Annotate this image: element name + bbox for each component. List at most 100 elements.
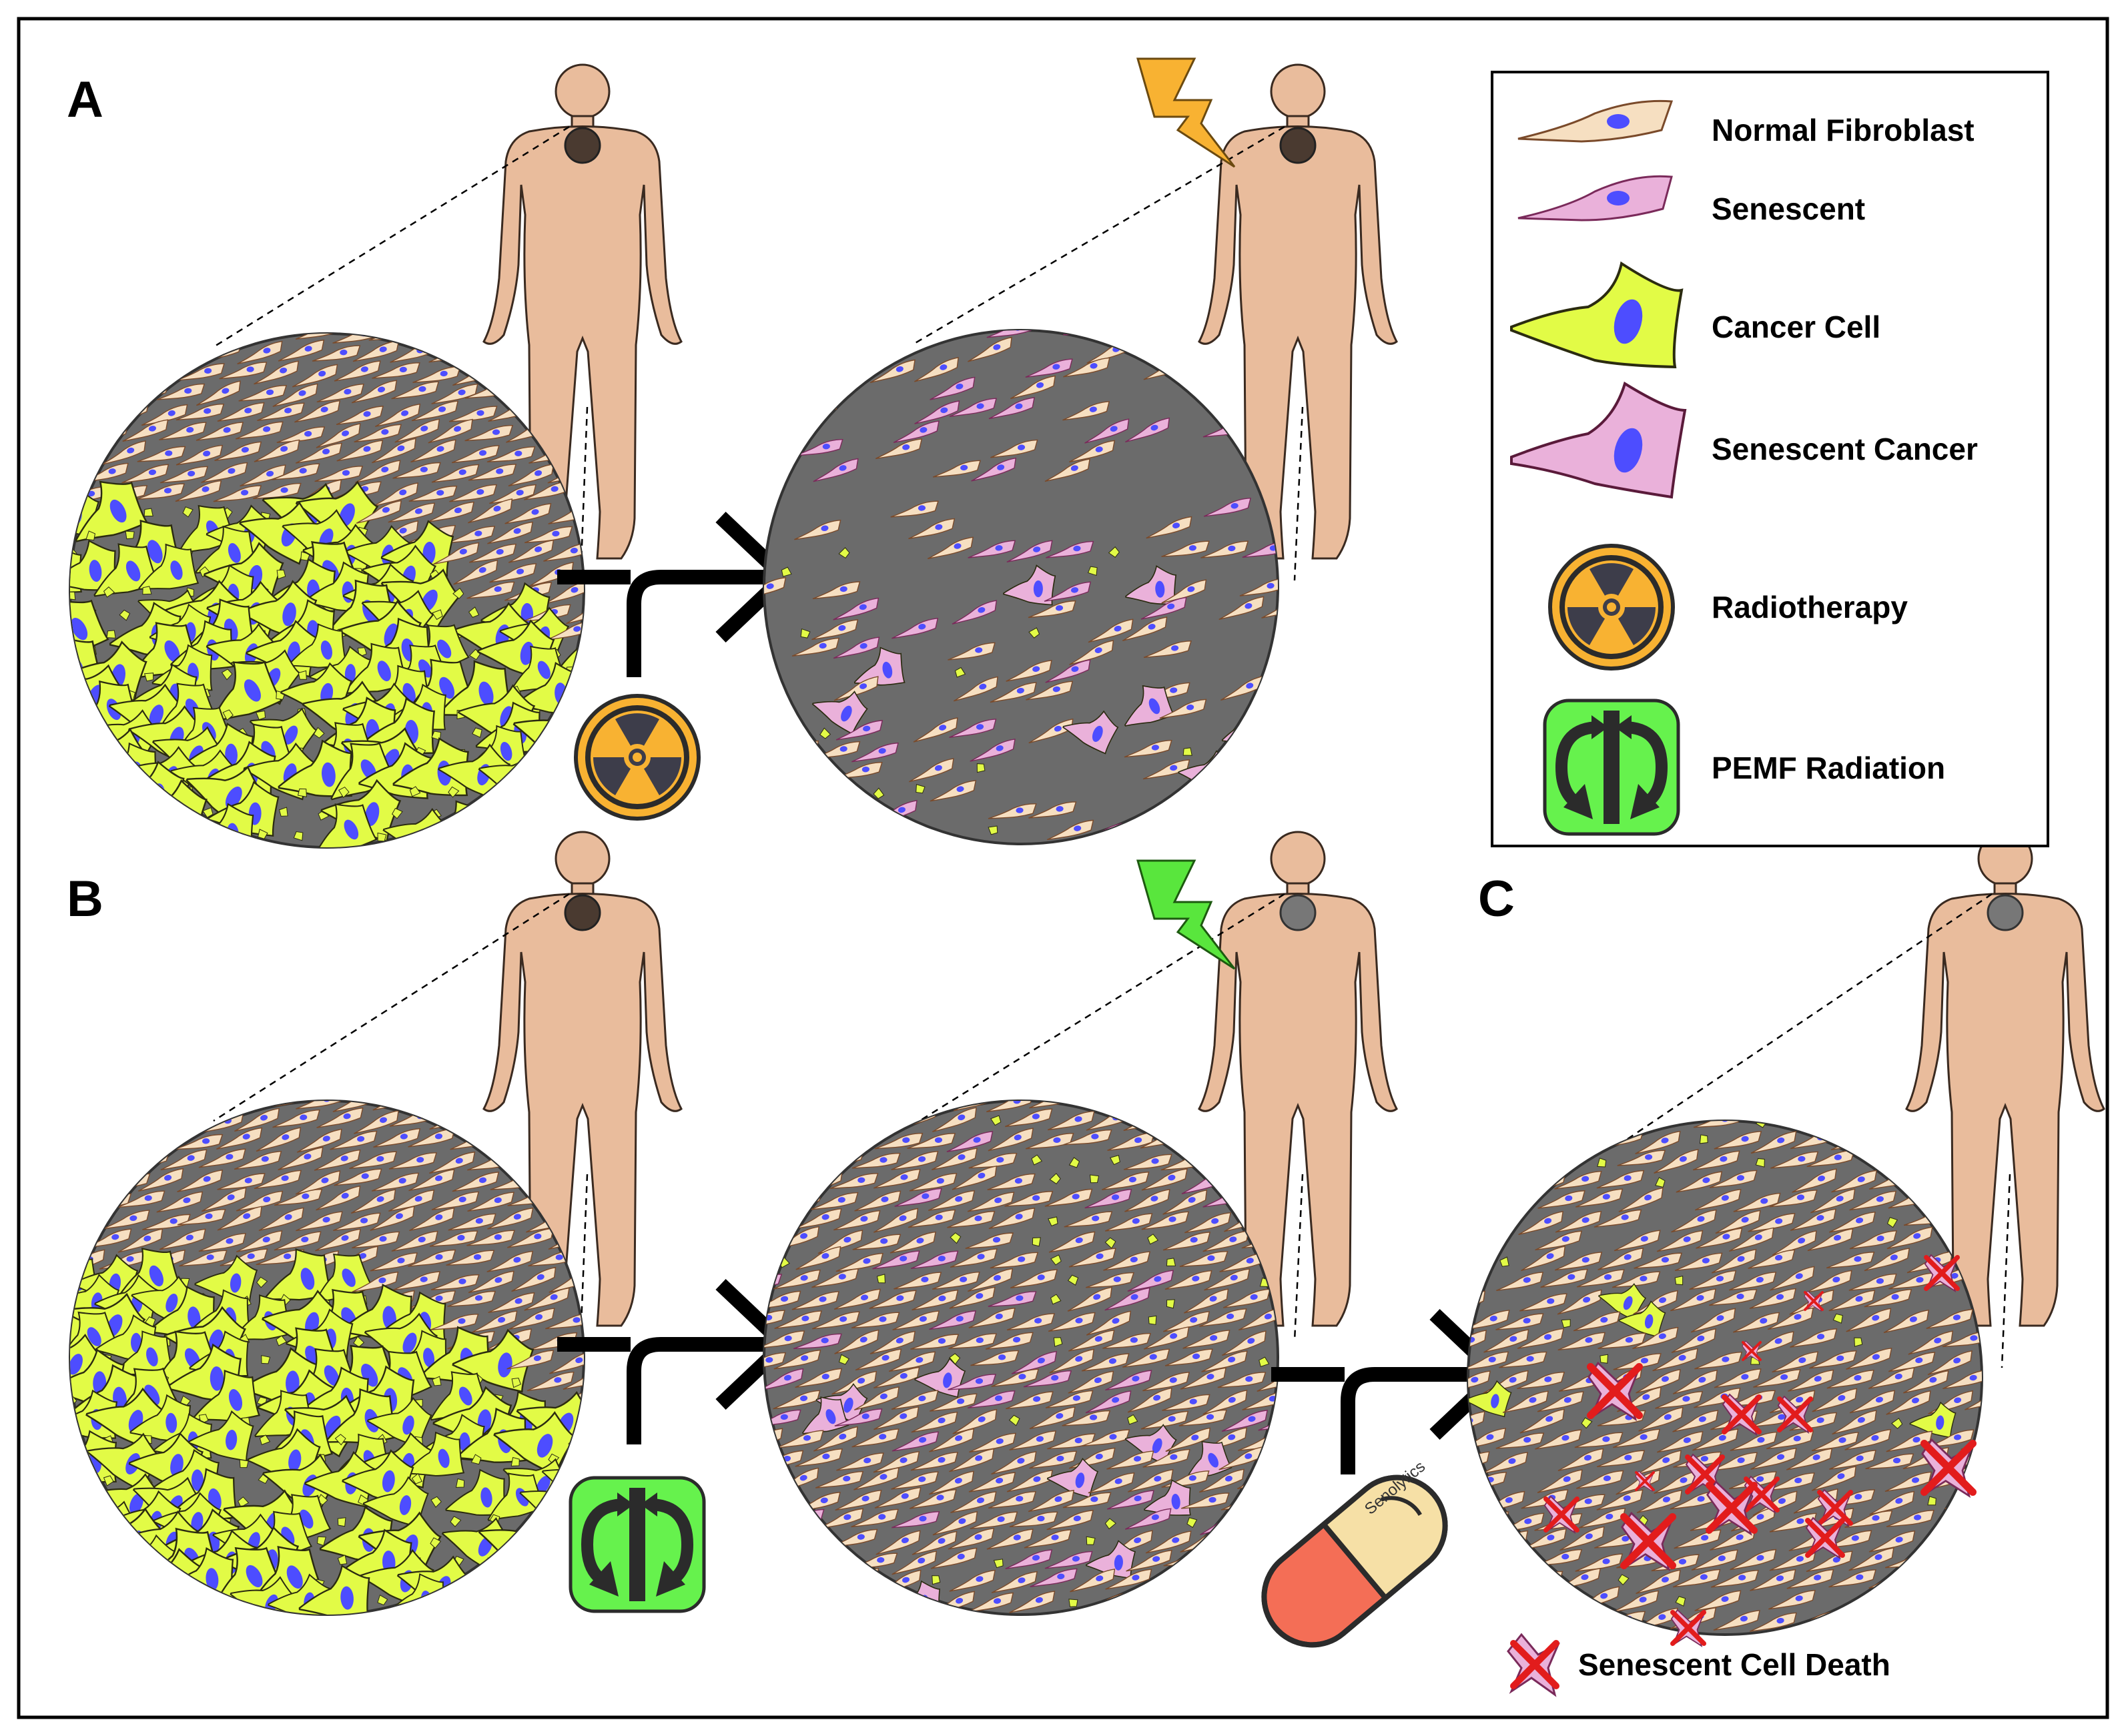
cell-death-x-icon: [1587, 1361, 1643, 1422]
normal-fibroblast: [429, 1230, 478, 1247]
cancer-cell-small: [568, 707, 579, 717]
normal-fibroblast: [1826, 1252, 1875, 1269]
normal-fibroblast: [1481, 1452, 1528, 1474]
cancer-cell-small: [1050, 1254, 1062, 1266]
normal-fibroblast: [1770, 1151, 1819, 1169]
normal-fibroblast: [986, 1101, 1034, 1113]
senescent-cancer-cell: [1124, 685, 1175, 727]
normal-fibroblast: [409, 1207, 455, 1232]
normal-fibroblast: [1070, 1569, 1116, 1593]
legend-cancer-cell-icon: [1510, 261, 1684, 369]
cancer-cell: [366, 1396, 432, 1448]
normal-fibroblast: [1049, 1348, 1094, 1374]
human-figure-b-after: [914, 831, 1398, 1342]
cell-death-x-icon: [1620, 1511, 1676, 1572]
normal-fibroblast: [990, 682, 1037, 703]
normal-fibroblast: [448, 406, 498, 422]
cell-death-x-icon: [1543, 1495, 1580, 1534]
normal-fibroblast: [70, 444, 109, 463]
normal-fibroblast: [890, 500, 939, 518]
normal-fibroblast: [834, 761, 883, 779]
normal-fibroblast: [991, 1450, 1037, 1475]
cancer-cell-small: [1108, 546, 1120, 558]
cell-death-x-icon: [1920, 1438, 1977, 1498]
normal-fibroblast: [930, 1547, 978, 1569]
normal-fibroblast: [869, 1290, 917, 1309]
normal-fibroblast: [1141, 1211, 1190, 1230]
normal-fibroblast: [1574, 1432, 1624, 1448]
normal-fibroblast: [1540, 1268, 1588, 1288]
normal-fibroblast: [451, 445, 500, 464]
normal-fibroblast: [1786, 1448, 1833, 1470]
normal-fibroblast: [175, 444, 224, 466]
normal-fibroblast: [393, 1271, 441, 1291]
normal-fibroblast: [117, 1190, 165, 1208]
normal-fibroblast: [336, 440, 384, 462]
cancer-cell-small: [293, 831, 304, 841]
senescent-cell: [854, 340, 903, 358]
normal-fibroblast: [316, 423, 361, 448]
cancer-cell-small: [876, 1274, 885, 1284]
normal-fibroblast: [213, 485, 262, 502]
normal-fibroblast: [1128, 1468, 1174, 1492]
cancer-cell-small: [1638, 1121, 1650, 1124]
normal-fibroblast: [932, 1107, 977, 1133]
normal-fibroblast: [1495, 1432, 1545, 1449]
normal-fibroblast: [1045, 1390, 1094, 1408]
normal-fibroblast: [294, 400, 341, 423]
normal-fibroblast: [1184, 1288, 1229, 1314]
normal-fibroblast: [1865, 1453, 1914, 1470]
normal-fibroblast: [1180, 1492, 1230, 1509]
normal-fibroblast: [1633, 1290, 1678, 1315]
senescent-cell: [793, 1333, 842, 1350]
cancer-cell-small: [993, 1559, 1004, 1569]
cancer-cell-small: [976, 763, 986, 773]
normal-fibroblast: [970, 1350, 1020, 1366]
senescent-cell: [968, 540, 1016, 558]
normal-fibroblast: [1468, 1370, 1491, 1393]
normal-fibroblast: [159, 466, 208, 484]
cancer-cell-small: [1655, 1177, 1666, 1188]
normal-fibroblast: [1709, 1170, 1758, 1188]
normal-fibroblast: [853, 1386, 900, 1410]
cancer-cell-small: [873, 787, 885, 799]
normal-fibroblast: [1849, 1390, 1896, 1414]
cancer-cell-small: [1147, 1234, 1159, 1245]
normal-fibroblast: [334, 1168, 382, 1186]
normal-fibroblast: [1048, 1312, 1096, 1332]
cancer-cell-small: [1148, 1315, 1157, 1325]
normal-fibroblast: [1769, 1512, 1817, 1533]
normal-fibroblast: [795, 1246, 841, 1270]
normal-fibroblast: [391, 381, 440, 400]
normal-fibroblast: [1768, 1590, 1816, 1610]
normal-fibroblast: [1849, 1230, 1897, 1250]
normal-fibroblast: [176, 363, 225, 381]
normal-fibroblast: [1694, 1590, 1742, 1611]
normal-fibroblast: [1926, 1308, 1974, 1329]
senescent-cell: [1084, 1188, 1132, 1209]
cancer-cell-small: [990, 1115, 1002, 1126]
normal-fibroblast: [121, 464, 169, 484]
normal-fibroblast: [873, 1451, 920, 1473]
normal-fibroblast: [408, 1169, 455, 1192]
normal-fibroblast: [1261, 596, 1278, 618]
normal-fibroblast: [1869, 1490, 1915, 1515]
cancer-cell: [169, 1468, 239, 1521]
cancer-cell-small: [932, 1575, 941, 1585]
cancer-cell-small: [1028, 627, 1040, 638]
normal-fibroblast: [1826, 1370, 1874, 1389]
cancer-cell: [70, 539, 117, 591]
normal-fibroblast: [272, 463, 320, 480]
normal-fibroblast: [1886, 1510, 1934, 1527]
normal-fibroblast: [219, 362, 268, 380]
normal-fibroblast: [137, 446, 186, 462]
normal-fibroblast: [1596, 1450, 1646, 1468]
normal-fibroblast: [1694, 1351, 1743, 1370]
normal-fibroblast: [835, 1252, 883, 1272]
normal-fibroblast: [272, 1109, 320, 1128]
normal-fibroblast: [1481, 1530, 1529, 1553]
normal-fibroblast: [136, 483, 186, 500]
normal-fibroblast: [234, 1151, 282, 1170]
normal-fibroblast: [1766, 1430, 1814, 1450]
